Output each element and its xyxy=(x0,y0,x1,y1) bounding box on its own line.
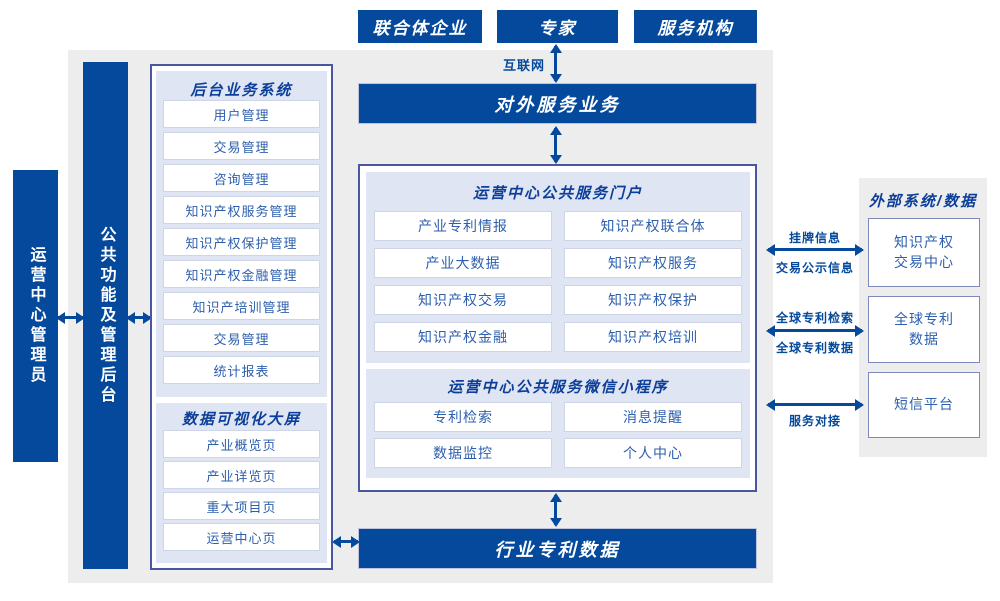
node-experts: 专家 xyxy=(497,10,618,43)
trade-publicity-label: 交易公示信息 xyxy=(775,261,854,275)
miniprogram-item: 个人中心 xyxy=(564,438,742,468)
backend-item: 交易管理 xyxy=(163,324,320,352)
external-box-global-patent-data: 全球专利 数据 xyxy=(868,296,980,363)
internet-label: 互联网 xyxy=(502,58,545,73)
double-arrow-icon xyxy=(554,495,557,525)
backend-item: 咨询管理 xyxy=(163,164,320,192)
backend-item: 知识产权服务管理 xyxy=(163,196,320,224)
portal-item: 知识产权联合体 xyxy=(564,211,742,241)
portal-item: 知识产权交易 xyxy=(374,285,552,315)
miniprogram-title: 运营中心公共服务微信小程序 xyxy=(447,379,669,396)
portal-title: 运营中心公共服务门户 xyxy=(472,185,643,202)
double-arrow-icon xyxy=(768,248,862,251)
node-consortium-enterprises: 联合体企业 xyxy=(358,10,482,43)
listing-info-label: 挂牌信息 xyxy=(788,231,841,245)
dashboard-item: 运营中心页 xyxy=(163,523,320,551)
dashboard-panel: 数据可视化大屏 产业概览页 产业详览页 重大项目页 运营中心页 xyxy=(156,403,327,563)
backend-item: 交易管理 xyxy=(163,132,320,160)
portal-item: 产业专利情报 xyxy=(374,211,552,241)
backend-item: 知识产权金融管理 xyxy=(163,260,320,288)
external-box-ip-trade-center: 知识产权 交易中心 xyxy=(868,218,980,287)
global-patent-search-label: 全球专利检索 xyxy=(775,311,854,325)
left-panels-container: 后台业务系统 用户管理 交易管理 咨询管理 知识产权服务管理 知识产权保护管理 … xyxy=(150,64,333,570)
public-service-portal-panel: 运营中心公共服务门户 产业专利情报 知识产权联合体 产业大数据 知识产权服务 知… xyxy=(366,172,750,363)
portal-item: 知识产权金融 xyxy=(374,322,552,352)
backend-item: 用户管理 xyxy=(163,100,320,128)
double-arrow-icon xyxy=(554,46,557,81)
public-function-admin-bar: 公共功能及管理后台 xyxy=(83,62,128,569)
double-arrow-icon xyxy=(334,540,358,543)
dashboard-item: 重大项目页 xyxy=(163,492,320,520)
service-connect-label: 服务对接 xyxy=(788,414,841,428)
double-arrow-icon xyxy=(128,316,150,319)
double-arrow-icon xyxy=(554,128,557,162)
portal-item: 产业大数据 xyxy=(374,248,552,278)
dashboard-item: 产业概览页 xyxy=(163,430,320,458)
portal-item: 知识产权保护 xyxy=(564,285,742,315)
node-service-agencies: 服务机构 xyxy=(634,10,757,43)
portal-item: 知识产权培训 xyxy=(564,322,742,352)
external-systems-title: 外部系统/数据 xyxy=(868,193,978,210)
backend-system-panel: 后台业务系统 用户管理 交易管理 咨询管理 知识产权服务管理 知识产权保护管理 … xyxy=(156,71,327,397)
industry-patent-data-bar: 行业专利数据 xyxy=(358,528,757,569)
double-arrow-icon xyxy=(58,316,83,319)
dashboard-title: 数据可视化大屏 xyxy=(181,411,301,428)
miniprogram-item: 消息提醒 xyxy=(564,402,742,432)
miniprogram-item: 数据监控 xyxy=(374,438,552,468)
miniprogram-item: 专利检索 xyxy=(374,402,552,432)
backend-item: 知识产权保护管理 xyxy=(163,228,320,256)
backend-item: 知识产培训管理 xyxy=(163,292,320,320)
miniprogram-panel: 运营中心公共服务微信小程序 专利检索 消息提醒 数据监控 个人中心 xyxy=(366,369,750,478)
dashboard-item: 产业详览页 xyxy=(163,461,320,489)
external-box-sms-platform: 短信平台 xyxy=(868,372,980,438)
portal-container: 运营中心公共服务门户 产业专利情报 知识产权联合体 产业大数据 知识产权服务 知… xyxy=(358,164,757,492)
backend-system-title: 后台业务系统 xyxy=(190,82,293,99)
global-patent-data-label: 全球专利数据 xyxy=(775,341,854,355)
double-arrow-icon xyxy=(768,329,862,332)
operation-center-admin-bar: 运营中心管理员 xyxy=(13,170,58,462)
backend-item: 统计报表 xyxy=(163,356,320,384)
double-arrow-icon xyxy=(768,403,862,406)
external-service-bar: 对外服务业务 xyxy=(358,83,757,124)
portal-item: 知识产权服务 xyxy=(564,248,742,278)
